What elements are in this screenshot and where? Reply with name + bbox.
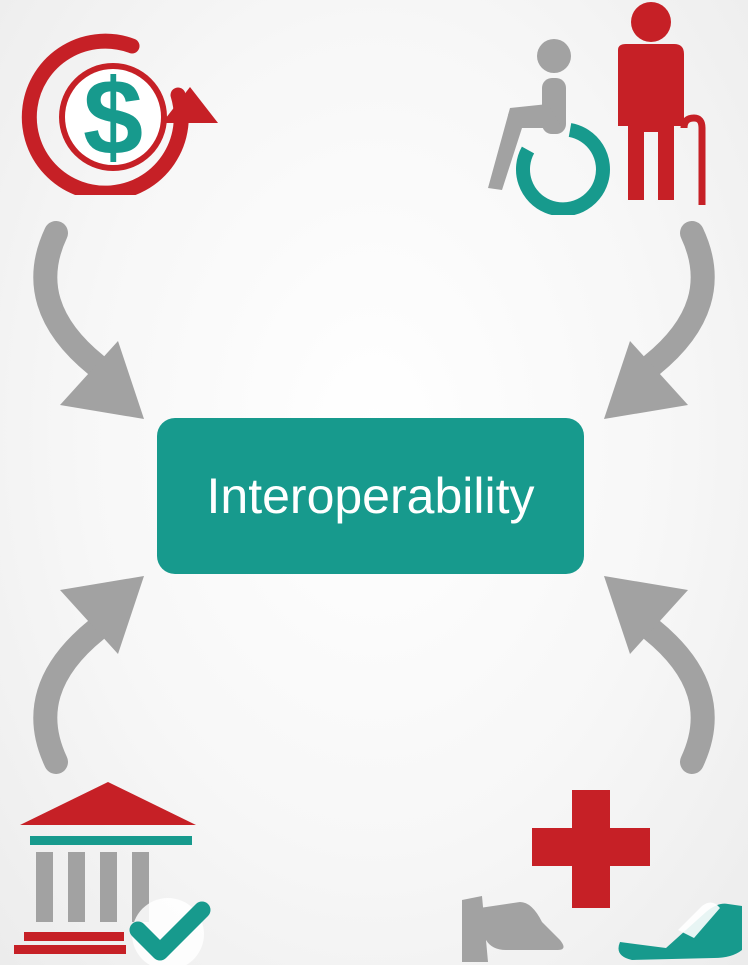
government-building-checkmark-icon xyxy=(14,782,211,965)
wheelchair-and-elderly-person-icon xyxy=(488,2,706,215)
interoperability-label: Interoperability xyxy=(206,468,535,524)
interoperability-box: Interoperability xyxy=(157,418,584,574)
medical-cross-helping-hands-icon xyxy=(462,790,742,962)
dollar-cycle-icon: $ xyxy=(21,33,218,195)
arrow-bottom-left-to-center xyxy=(33,576,144,774)
arrow-bottom-right-to-center xyxy=(604,576,715,774)
svg-text:$: $ xyxy=(83,56,143,177)
arrow-top-right-to-center xyxy=(604,221,715,419)
arrow-top-left-to-center xyxy=(33,221,144,419)
